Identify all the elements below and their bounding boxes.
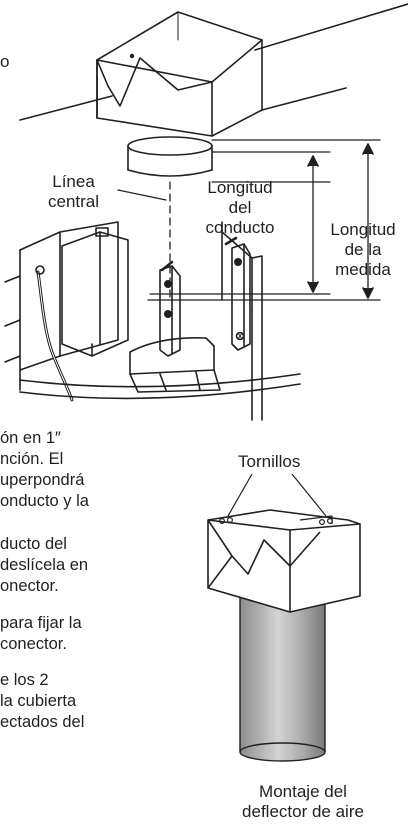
measure-length-label-3: medida [335, 260, 391, 279]
duct-length-label: Longitud del conducto [200, 178, 280, 238]
center-line-label: Línea central [48, 172, 99, 212]
duct-length-label-2: del [228, 198, 252, 217]
ceiling-line-right-2 [261, 87, 347, 111]
text-line: nción. El [0, 450, 64, 468]
duct-collar [127, 136, 213, 156]
text-line: ducto del [0, 535, 67, 553]
duct-length-label-3: conducto [205, 218, 275, 237]
damper-box [96, 11, 263, 137]
damper-assembly-label-2: deflector de aire [242, 802, 364, 821]
measure-length-label-1: Longitud [330, 220, 396, 239]
ceiling-line [19, 95, 113, 121]
screws-label: Tornillos [238, 452, 301, 471]
measure-length-label-2: de la [344, 240, 382, 259]
text-line: conector. [0, 635, 67, 653]
measure-length-label: Longitud de la medida [318, 220, 408, 280]
ceiling-line-right [254, 3, 408, 51]
text-line: onducto y la [0, 492, 89, 510]
duct-length-label-1: Longitud [207, 178, 273, 197]
text-line: e los 2 [0, 671, 49, 689]
text-line: onector. [0, 577, 59, 595]
text-line: ón en 1″ [0, 429, 61, 447]
text-line: deslícela en [0, 556, 89, 574]
center-line-label-1: Línea [52, 172, 95, 191]
damper-assembly-label: Montaje del deflector de aire [228, 782, 378, 822]
top-fragment-text: o [0, 52, 10, 71]
text-line: uperpondrá [0, 471, 85, 489]
damper-assembly-label-1: Montaje del [259, 782, 347, 801]
text-line: para fijar la [0, 614, 82, 632]
text-line: ectados del [0, 713, 85, 731]
text-line: la cubierta [0, 692, 77, 710]
center-line-label-2: central [48, 192, 100, 211]
